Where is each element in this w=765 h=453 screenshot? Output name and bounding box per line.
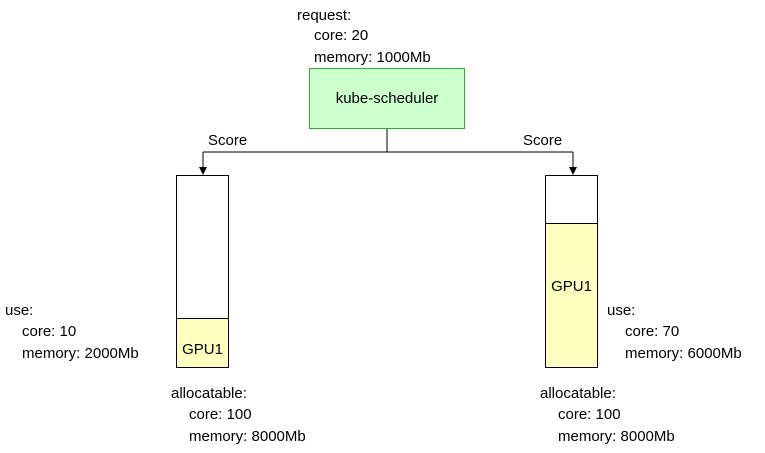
gpu-label-left: GPU1 [182,341,223,359]
gpu-label-right: GPU1 [551,277,592,295]
kube-scheduler-box: kube-scheduler [309,68,465,129]
use-core-right: core: 70 [625,323,680,340]
node-bar-left: GPU1 [176,175,229,368]
allocatable-core-right: core: 100 [558,406,621,423]
allocatable-core-left: core: 100 [189,406,252,423]
request-label: request: [297,7,352,24]
score-label-left: Score [208,132,248,149]
use-memory-left: memory: 2000Mb [22,345,139,362]
left-arrow-head [199,167,207,175]
request-core: core: 20 [314,27,369,44]
score-label-right: Score [523,132,563,149]
use-core-left: core: 10 [22,323,77,340]
use-label-right: use: [607,302,636,319]
kube-scheduler-label: kube-scheduler [335,90,439,107]
node-usage-fill-left: GPU1 [177,318,228,367]
node-bar-right: GPU1 [545,175,598,368]
right-arrow-head [569,167,577,175]
allocatable-label-right: allocatable: [540,385,616,402]
use-memory-right: memory: 6000Mb [625,345,742,362]
allocatable-memory-right: memory: 8000Mb [558,428,675,445]
allocatable-label-left: allocatable: [171,385,247,402]
allocatable-memory-left: memory: 8000Mb [189,428,306,445]
request-memory: memory: 1000Mb [314,49,431,66]
node-usage-fill-right: GPU1 [546,222,597,367]
use-label-left: use: [5,302,34,319]
